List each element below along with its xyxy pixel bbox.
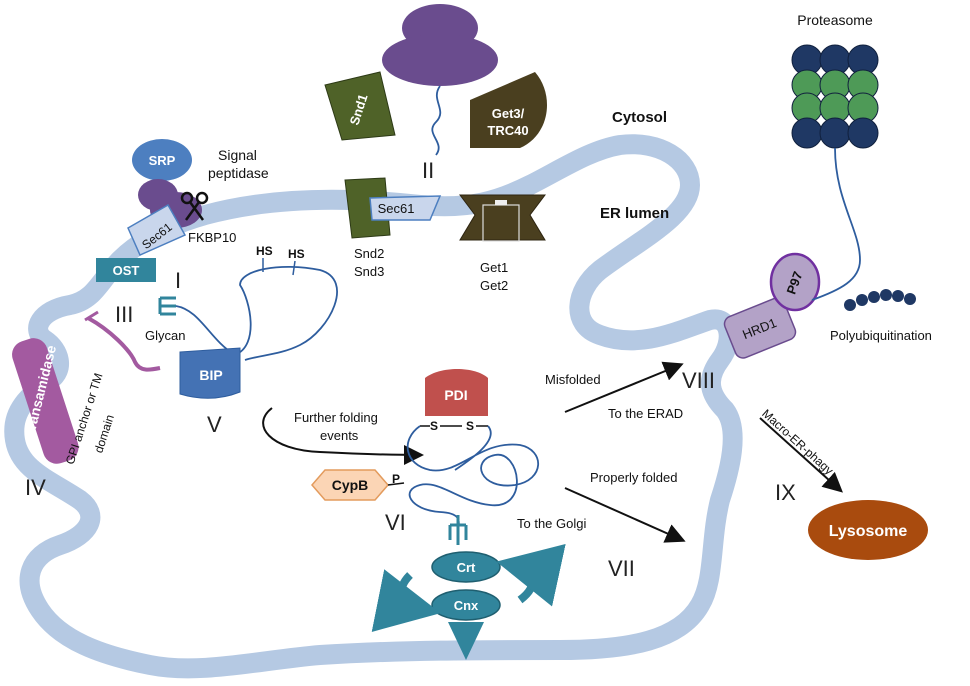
calnexin-cycle-arrow-left: [371, 569, 441, 632]
disulfide-s1: S: [430, 419, 438, 433]
pdi-protein: PDI: [425, 369, 488, 416]
cnx-label: Cnx: [454, 598, 479, 613]
fkbp10-label: FKBP10: [188, 230, 236, 245]
ost-protein: OST: [96, 258, 156, 282]
cnx-protein: Cnx: [431, 589, 501, 660]
get3-label: Get3/: [492, 106, 525, 121]
proteasome-chain: [811, 147, 861, 301]
snd1-protein: Snd1: [324, 71, 396, 141]
cypb-protein: CypB: [311, 469, 389, 501]
get1-get2-complex: [459, 194, 546, 242]
calnexin-cycle-arrow-right: [496, 543, 566, 607]
sec61-mid-label: Sec61: [378, 201, 415, 216]
er-membrane: [4, 134, 743, 679]
polyubiquitination-label: Polyubiquitination: [830, 328, 932, 343]
crt-protein: Crt: [431, 551, 501, 583]
further-folding-label-2: events: [320, 428, 359, 443]
misfolded-label: Misfolded: [545, 372, 601, 387]
glycan-label: Glycan: [145, 328, 185, 343]
scissors-icon: [180, 191, 209, 221]
step-v: V: [207, 412, 222, 437]
get1-label: Get1: [480, 260, 508, 275]
step-i: I: [175, 268, 181, 293]
step-iv: IV: [25, 475, 46, 500]
macro-er-phagy-arrow: [759, 417, 843, 493]
proteasome-label: Proteasome: [797, 12, 873, 28]
ost-label: OST: [113, 263, 140, 278]
er-lumen-label: ER lumen: [600, 205, 669, 222]
macro-er-phagy-label: Macro-ER-phagy: [759, 406, 836, 477]
srp-label: SRP: [149, 153, 176, 168]
step-ii: II: [422, 158, 434, 183]
further-folding-label-1: Further folding: [294, 410, 378, 425]
bip-protein: BIP: [179, 347, 241, 399]
p97-label: P97: [784, 269, 806, 296]
gpi-label-2: domain: [91, 413, 116, 455]
hs-label-1: HS: [256, 244, 273, 258]
properly-folded-label: Properly folded: [590, 470, 677, 485]
step-vii: VII: [608, 556, 635, 581]
trc40-label: TRC40: [487, 123, 528, 138]
snd2-label: Snd2: [354, 246, 384, 261]
top-ribosome: [382, 4, 498, 86]
disulfide-s2: S: [466, 419, 474, 433]
snd3-label: Snd3: [354, 264, 384, 279]
step-iii: III: [115, 302, 133, 327]
transamidase-protein: Transamidase: [12, 338, 79, 464]
p97-protein: P97: [769, 252, 821, 312]
folding-polypeptide: [406, 425, 540, 531]
prolyl-p-label: P: [392, 472, 400, 486]
to-erad-label: To the ERAD: [608, 406, 683, 421]
snd2-snd3-complex: Sec61: [344, 177, 442, 239]
proteasome-complex: [791, 44, 879, 149]
top-nascent-chain: [431, 85, 442, 156]
signal-peptidase-label-1: Signal: [218, 147, 257, 163]
glycan-folding-icon: [448, 515, 468, 545]
get2-label: Get2: [480, 278, 508, 293]
further-folding-arrow: [262, 407, 424, 465]
pdi-label: PDI: [444, 387, 467, 403]
cytosol-label: Cytosol: [612, 109, 667, 126]
cypb-label: CypB: [332, 477, 369, 493]
bip-label: BIP: [199, 367, 222, 383]
glycan-icon: [158, 296, 176, 316]
hrd1-protein: HRD1: [723, 297, 797, 359]
srp-protein: SRP: [132, 139, 192, 181]
gpi-anchor: [87, 316, 161, 372]
hs-label-2: HS: [288, 247, 305, 261]
lysosome-organelle: Lysosome: [808, 500, 928, 560]
to-erad-arrow: [564, 361, 684, 413]
get3-trc40-protein: Get3/ TRC40: [470, 72, 547, 148]
step-viii: VIII: [682, 368, 715, 393]
step-vi: VI: [385, 510, 406, 535]
polypeptide-loop: [175, 265, 338, 361]
signal-peptidase-label-2: peptidase: [208, 165, 269, 181]
crt-label: Crt: [457, 560, 476, 575]
to-golgi-arrow: [564, 487, 686, 543]
step-ix: IX: [775, 480, 796, 505]
lysosome-label: Lysosome: [829, 523, 908, 540]
to-golgi-label: To the Golgi: [517, 516, 586, 531]
polyubiquitin-chain: [844, 289, 916, 311]
